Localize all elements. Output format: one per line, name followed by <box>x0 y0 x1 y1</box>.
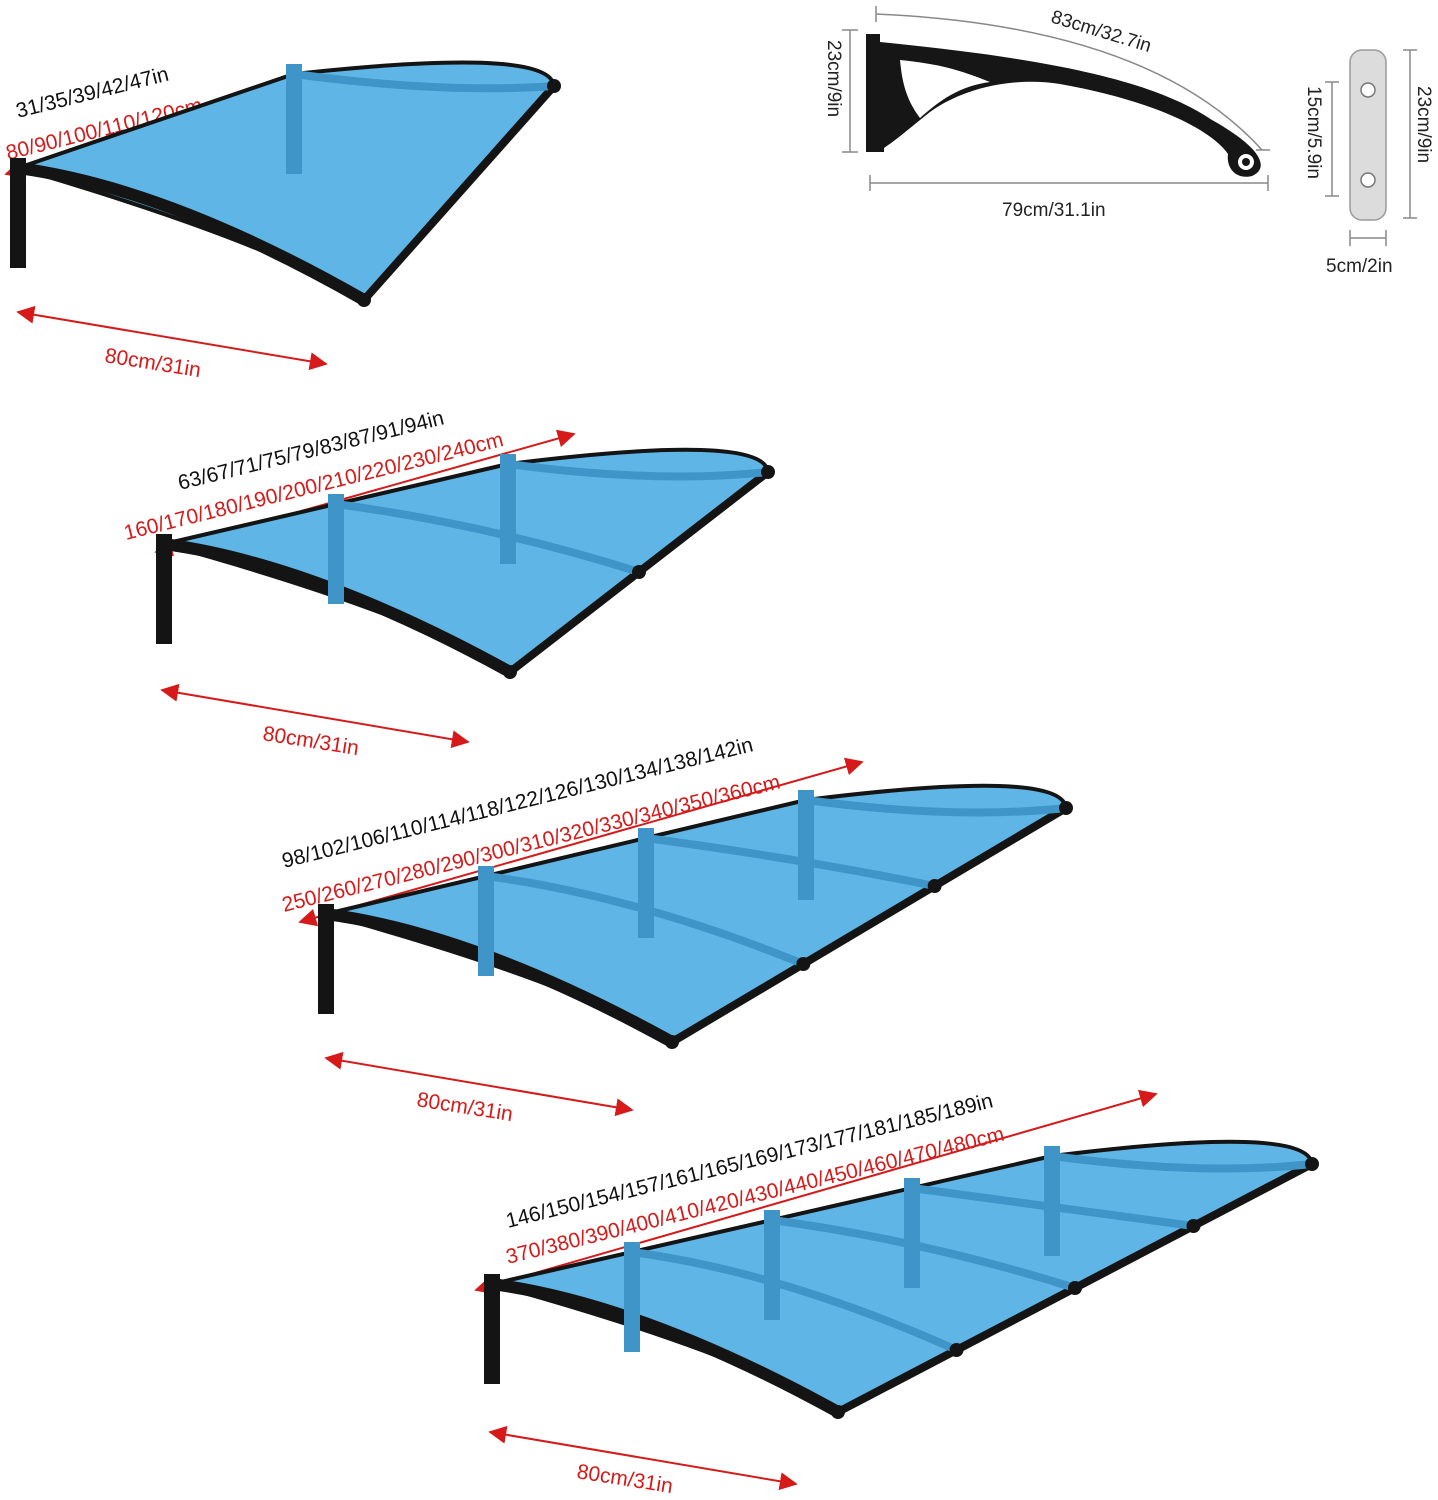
front-rail <box>360 82 558 304</box>
width-arrow <box>474 1089 1158 1295</box>
plate-width-label: 5cm/2in <box>1326 256 1393 277</box>
width-arrow <box>298 757 864 927</box>
bracket-arm <box>491 1278 841 1418</box>
rail-end-cap <box>547 79 561 93</box>
bracket-detail: 83cm/32.7in 23cm/9in 79cm/31.1in <box>823 6 1270 221</box>
plate-hole-bottom <box>1360 172 1376 188</box>
wall-bracket <box>318 904 334 1014</box>
rail-end-cap <box>796 957 811 971</box>
wall-bracket <box>624 1242 640 1352</box>
rail-end-cap <box>1059 801 1073 815</box>
rail-end-cap <box>632 565 646 579</box>
awning-variant: 63/67/71/75/79/83/87/91/94in 160/170/180… <box>122 406 775 760</box>
plate-hole-top <box>1360 82 1376 98</box>
rail-end-cap <box>503 665 517 679</box>
bracket-arm <box>771 1216 1077 1292</box>
wall-bracket <box>478 866 494 976</box>
wall-bracket <box>798 790 814 900</box>
bracket-arm <box>805 796 1067 817</box>
wall-bracket <box>10 158 26 268</box>
awning-variant: 98/102/106/110/114/118/122/126/130/134/1… <box>280 733 1073 1126</box>
awning-variant: 31/35/39/42/47in 80/90/100/110/120cm 80c… <box>4 60 561 382</box>
depth-label: 80cm/31in <box>103 344 202 382</box>
rail-end-cap <box>357 293 371 307</box>
rail-end-cap <box>761 465 775 479</box>
rail-end-cap <box>831 1405 845 1419</box>
wall-bracket <box>500 454 516 564</box>
bracket-shape <box>866 34 1261 177</box>
depth-arrow <box>160 683 470 749</box>
bracket-arm <box>631 1248 959 1354</box>
wall-bracket <box>1044 1146 1060 1256</box>
wall-bracket <box>484 1274 500 1384</box>
depth-label: 80cm/31in <box>575 1460 674 1498</box>
bracket-arm <box>645 834 936 890</box>
front-rail <box>668 804 1070 1046</box>
depth-label: 80cm/31in <box>261 722 360 760</box>
depth-arrow <box>16 305 328 371</box>
bracket-arm <box>163 538 513 678</box>
bracket-arm <box>335 500 641 576</box>
rail-end-cap <box>1305 1157 1319 1171</box>
bracket-arm <box>507 460 769 481</box>
wall-bracket <box>764 1210 780 1320</box>
wall-plate-detail: 15cm/5.9in 23cm/9in 5cm/2in <box>1303 49 1434 277</box>
rail-end-cap <box>927 879 942 893</box>
rail-end-cap <box>949 1343 964 1357</box>
wall-bracket <box>904 1178 920 1288</box>
rail-end-cap <box>1186 1219 1201 1233</box>
bracket-arm <box>17 162 367 306</box>
bracket-arm <box>1051 1152 1313 1173</box>
hole-spacing-label: 15cm/5.9in <box>1303 86 1324 179</box>
wall-plate <box>1349 49 1387 221</box>
wall-bracket <box>156 534 172 644</box>
arc-length-label: 83cm/32.7in <box>1049 7 1154 57</box>
rail-end-cap <box>1068 1281 1082 1295</box>
awning-variant: 146/150/154/157/161/165/169/173/177/181/… <box>474 1089 1319 1498</box>
wall-bracket <box>638 828 654 938</box>
rail-end-cap <box>665 1035 679 1049</box>
bracket-arm <box>293 70 555 93</box>
arc-length-line <box>875 13 1263 151</box>
bracket-height-label: 23cm/9in <box>823 40 844 117</box>
wall-bracket <box>286 64 302 174</box>
depth-arrow <box>488 1425 798 1491</box>
plate-height-label: 23cm/9in <box>1413 86 1434 163</box>
depth-label: 80cm/31in <box>415 1088 514 1126</box>
wall-bracket <box>328 494 344 604</box>
bracket-depth-label: 79cm/31.1in <box>1002 200 1106 221</box>
